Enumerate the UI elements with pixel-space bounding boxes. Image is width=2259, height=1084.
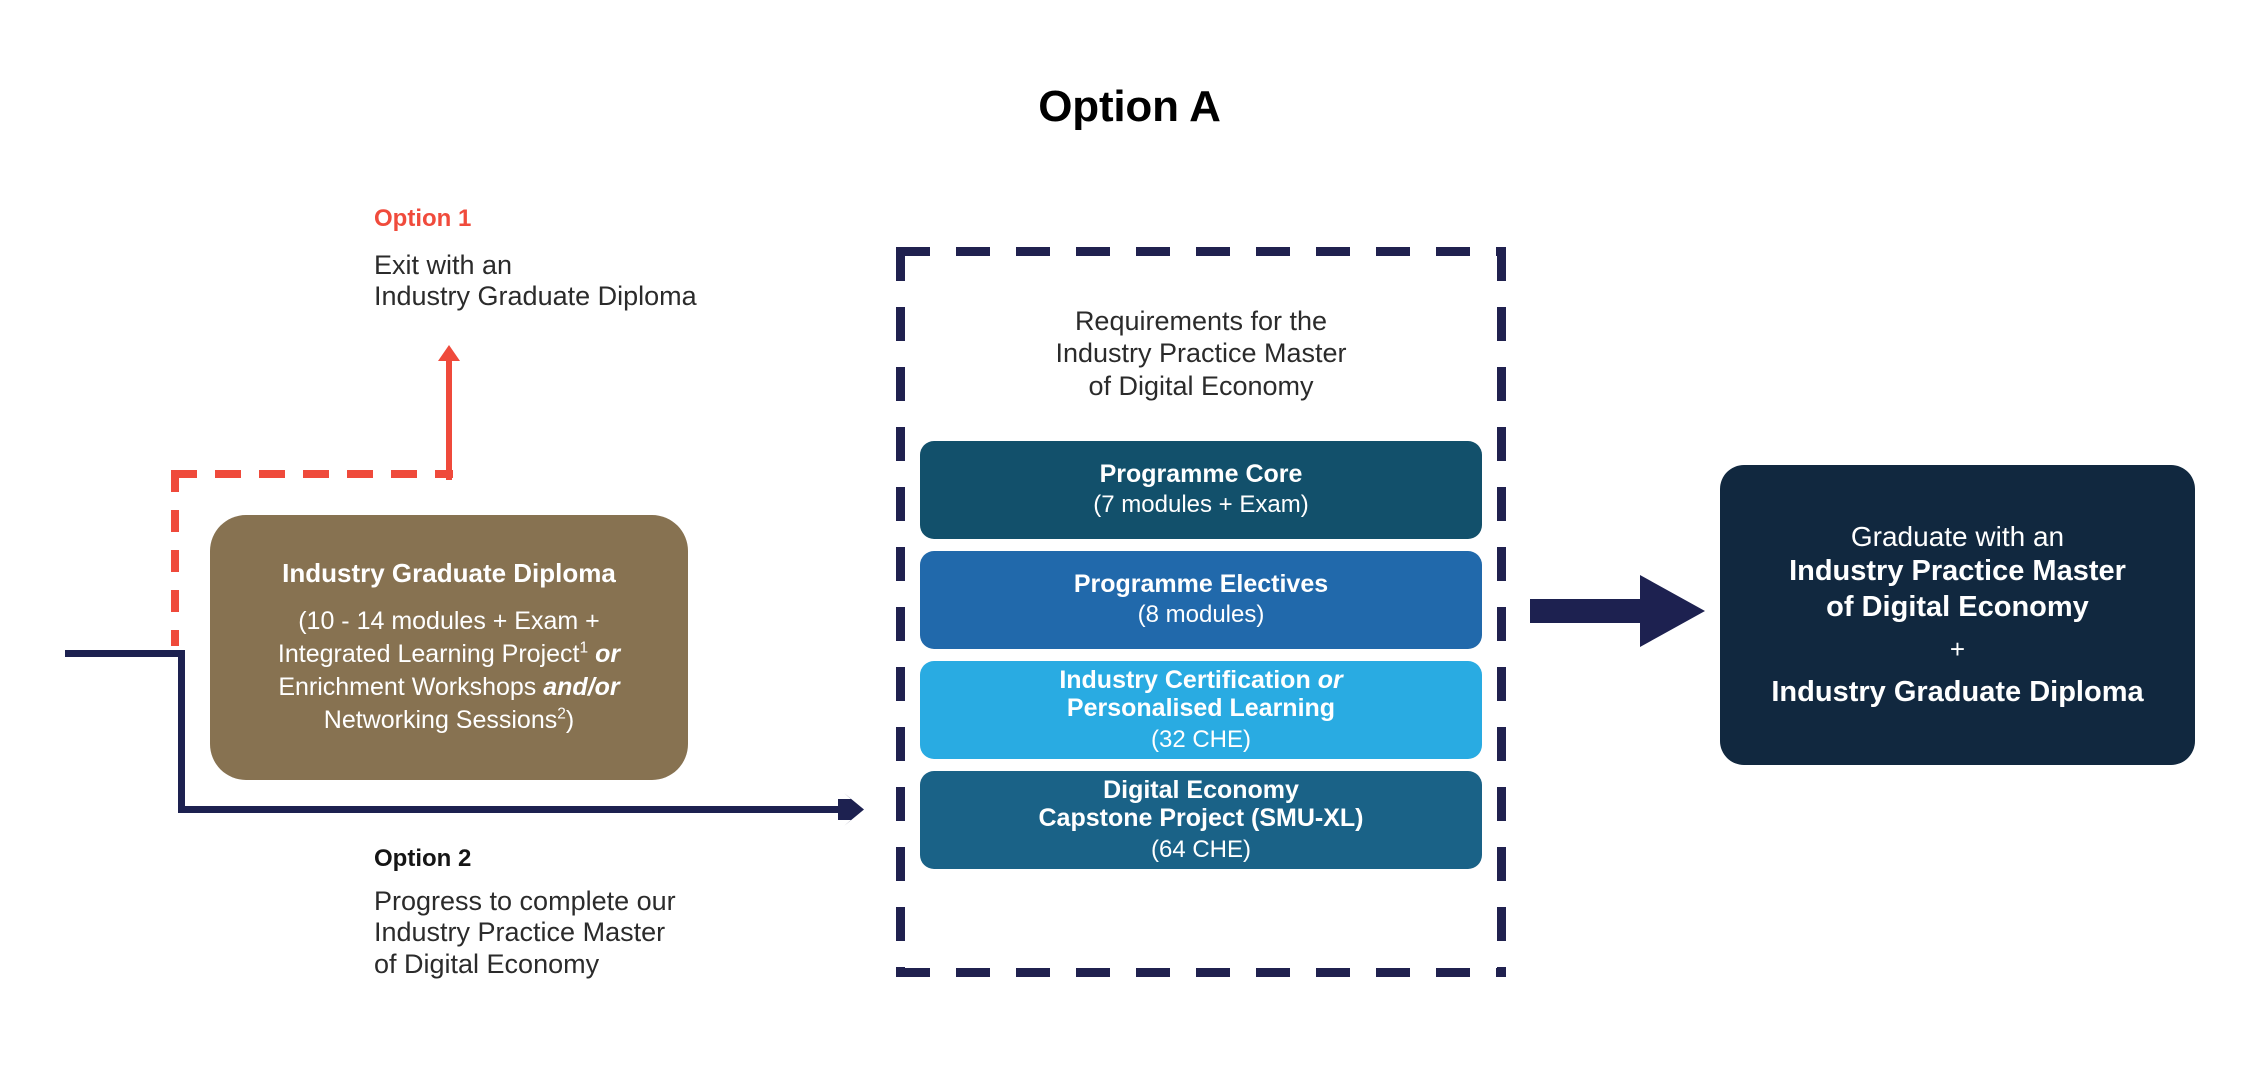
diploma-detail-line-1: (10 - 14 modules + Exam +	[298, 607, 600, 636]
diploma-detail-line-2-emphasis: or	[595, 640, 621, 669]
diploma-detail-line-4-footnote: 2	[557, 705, 566, 723]
diploma-detail-line-4-plain: Networking Sessions	[323, 706, 558, 735]
red-dashed-path-horizontal	[171, 470, 453, 478]
module-title-main: Programme Electives	[1073, 569, 1329, 598]
diploma-detail-line-4-tail: )	[565, 706, 575, 735]
industry-graduate-diploma-box: Industry Graduate Diploma (10 - 14 modul…	[210, 515, 688, 780]
module-card[interactable]: Programme Core(7 modules + Exam)	[920, 441, 1482, 539]
diploma-box-details: (10 - 14 modules + Exam + Integrated Lea…	[278, 605, 620, 737]
navy-path-horizontal	[178, 806, 848, 813]
requirements-heading: Requirements for the Industry Practice M…	[896, 305, 1506, 402]
option-1-description-line-2: Industry Graduate Diploma	[374, 281, 697, 312]
option-2-description-line-2: Industry Practice Master	[374, 917, 666, 948]
graduate-line-3: of Digital Economy	[1826, 590, 2089, 623]
navy-path-entry	[65, 650, 185, 657]
option-2-description: Progress to complete our Industry Practi…	[374, 886, 914, 981]
requirements-border-right	[1497, 247, 1506, 977]
graduate-line-2: Industry Practice Master	[1789, 555, 2126, 588]
module-title-main: Industry Certification	[1059, 665, 1318, 694]
module-card-subtitle: (8 modules)	[1137, 601, 1265, 629]
module-card-title: Programme Electives	[1074, 570, 1328, 599]
diploma-detail-line-3: Enrichment Workshops and/or	[278, 671, 620, 704]
requirements-heading-line-1: Requirements for the	[1074, 306, 1328, 336]
page-title: Option A	[1038, 82, 1221, 131]
navy-path-vertical	[178, 650, 185, 813]
graduate-plus-symbol: +	[1949, 634, 1966, 665]
diploma-detail-line-2: Integrated Learning Project1 or	[278, 638, 620, 671]
module-card-title: Programme Core	[1100, 460, 1303, 489]
requirements-heading-line-2: Industry Practice Master	[1055, 338, 1347, 369]
arrow-right-icon	[838, 793, 864, 826]
module-card-subtitle: (64 CHE)	[1150, 835, 1252, 863]
option-1-description-line-1: Exit with an	[374, 249, 513, 280]
option-2-description-line-1: Progress to complete our	[374, 885, 676, 916]
requirements-border-bottom	[896, 968, 1506, 977]
option-1-kicker: Option 1	[374, 205, 472, 232]
option-1-group: Option 1 Exit with an Industry Graduate …	[374, 205, 894, 313]
option-2-kicker: Option 2	[374, 845, 472, 872]
module-card-subtitle: (32 CHE)	[1150, 725, 1252, 753]
diploma-detail-line-4: Networking Sessions2)	[278, 704, 620, 737]
graduate-line-4: Industry Graduate Diploma	[1771, 675, 2144, 708]
option-1-description: Exit with an Industry Graduate Diploma	[374, 250, 894, 313]
module-title-emphasis: or	[1317, 665, 1343, 694]
module-card[interactable]: Programme Electives(8 modules)	[920, 551, 1482, 649]
option-2-description-line-3: of Digital Economy	[374, 948, 600, 979]
module-card-subtitle: (7 modules + Exam)	[1093, 491, 1309, 519]
requirements-border-left	[896, 247, 905, 977]
module-list: Programme Core(7 modules + Exam)Programm…	[920, 441, 1482, 881]
option-2-group: Option 2 Progress to complete our Indust…	[374, 845, 914, 981]
requirements-border-top	[896, 247, 1506, 256]
diploma-detail-line-2-plain: Integrated Learning Project	[277, 640, 580, 669]
graduate-outcome-box: Graduate with an Industry Practice Maste…	[1720, 465, 2195, 765]
requirements-heading-line-3: of Digital Economy	[1088, 370, 1314, 401]
diploma-detail-line-3-plain: Enrichment Workshops	[278, 673, 537, 702]
arrow-right-thick-icon	[1530, 575, 1705, 647]
diploma-box-title: Industry Graduate Diploma	[282, 557, 616, 588]
module-title-main: Programme Core	[1099, 459, 1303, 488]
module-title-tail: Capstone Project (SMU-XL)	[1038, 804, 1364, 833]
module-title-tail: Personalised Learning	[1066, 694, 1336, 723]
module-title-main: Digital Economy	[1103, 775, 1299, 804]
red-dashed-path-vertical	[171, 470, 179, 646]
diploma-detail-line-2-footnote: 1	[579, 639, 589, 657]
requirements-container: Requirements for the Industry Practice M…	[896, 247, 1506, 977]
diploma-detail-line-3-emphasis: and/or	[543, 673, 620, 702]
graduate-line-1: Graduate with an	[1850, 520, 2065, 552]
arrow-up-icon	[438, 345, 460, 480]
